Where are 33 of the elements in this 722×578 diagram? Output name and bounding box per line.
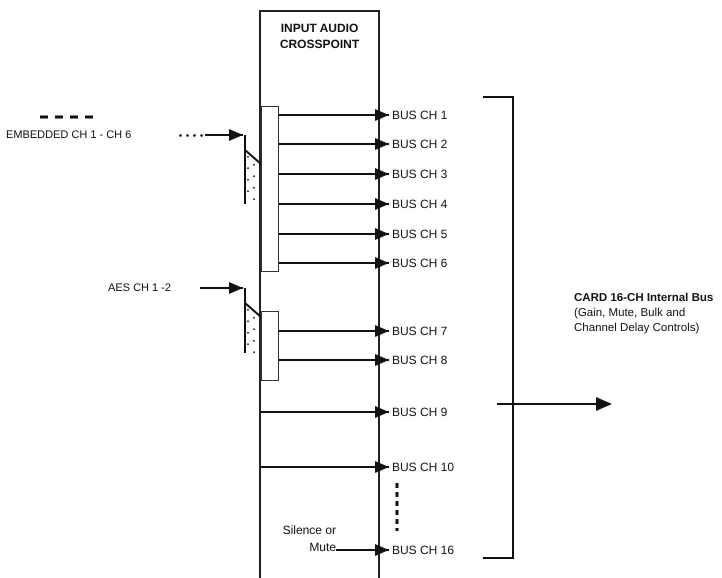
arrow [279,325,389,337]
signal-label: Silence or Mute [282,522,336,556]
signal-label: BUS CH 2 [392,136,448,152]
signal-label: BUS CH 6 [392,255,448,271]
signal-label: BUS CH 9 [392,404,448,420]
arrow [279,109,389,121]
arrow [260,461,389,473]
arrow [205,129,243,141]
signal-label: BUS CH 10 [392,459,456,475]
bus-description: (Gain, Mute, Bulk and Channel Delay Controls) [574,306,700,336]
signal-label: BUS CH 7 [392,323,448,339]
arrow [200,282,243,294]
signal-label: EMBEDDED CH 1 - CH 6 [6,128,132,143]
signal-label: AES CH 1 -2 [108,281,172,296]
arrow [279,198,389,210]
arrow [279,168,389,180]
arrow [336,544,389,556]
arrow [279,228,389,240]
arrow [260,406,389,418]
signal-label: BUS CH 4 [392,196,448,212]
signal-label: BUS CH 16 [392,542,456,558]
arrow [279,257,389,269]
arrow [279,354,389,366]
signal-label: BUS CH 8 [392,352,448,368]
selector-bar [261,311,279,381]
selector-bar [261,106,279,272]
crosspoint-box [259,10,380,578]
signal-label: BUS CH 1 [392,107,448,123]
arrow [279,138,389,150]
bus-title: CARD 16-CH Internal Bus [574,291,714,306]
signal-label: BUS CH 3 [392,166,448,182]
signal-label: BUS CH 5 [392,226,448,242]
crosspoint-title: INPUT AUDIO CROSSPOINT [278,20,360,52]
